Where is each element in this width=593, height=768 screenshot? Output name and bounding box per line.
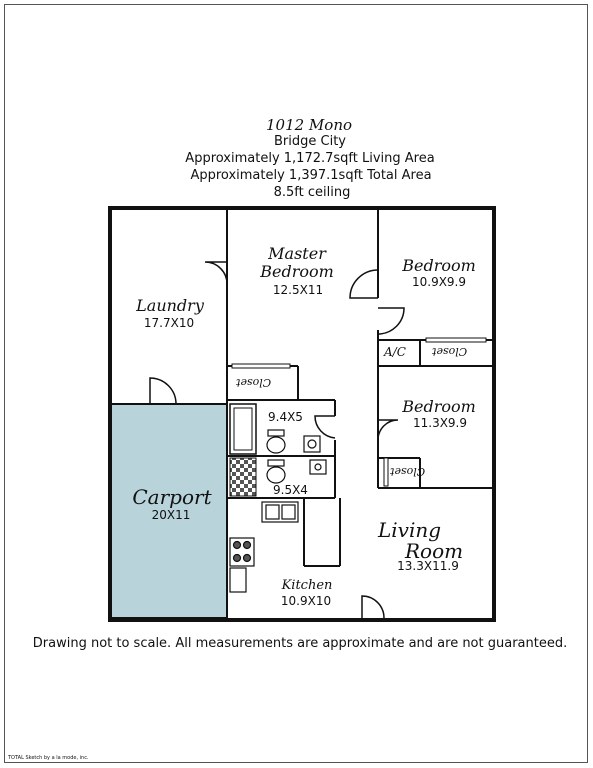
- total-area-text: Approximately 1,397.1sqft Total Area: [190, 168, 432, 183]
- bedroom-1-dimensions: 10.9X9.9: [411, 275, 467, 289]
- master-bedroom-dimensions: 12.5X11: [272, 283, 324, 297]
- master-bedroom-label-1: Master: [268, 244, 326, 263]
- toilets: [266, 429, 286, 484]
- bedroom-1-label: Bedroom: [402, 256, 476, 275]
- disclaimer-text: Drawing not to scale. All measurements a…: [32, 636, 568, 651]
- bedroom-2-dimensions: 11.3X9.9: [412, 416, 468, 430]
- master-bedroom-label-2: Bedroom: [260, 262, 334, 281]
- laundry-dimensions: 17.7X10: [143, 316, 195, 330]
- page-border: [4, 4, 588, 763]
- laundry-label: Laundry: [136, 296, 204, 315]
- bedroom-2-label: Bedroom: [402, 397, 476, 416]
- living-room-label-1: Living: [378, 518, 442, 542]
- bath-sinks: [303, 435, 327, 475]
- property-city: Bridge City: [274, 134, 346, 149]
- software-credit: TOTAL Sketch by a la mode, inc.: [8, 755, 89, 761]
- ac-label: A/C: [384, 345, 406, 359]
- tile-floor: [229, 457, 257, 497]
- outer-wall: [108, 206, 496, 622]
- door-swings: [149, 261, 405, 619]
- stove: [229, 537, 255, 567]
- living-room-dimensions: 13.3X11.9: [397, 559, 459, 573]
- master-closet-label: Closet: [236, 376, 272, 389]
- carport-dimensions: 20X11: [151, 508, 191, 522]
- property-title: 1012 Mono: [265, 116, 353, 134]
- bath-2-dimensions: 9.5X4: [273, 483, 308, 497]
- ceiling-text: 8.5ft ceiling: [273, 185, 351, 200]
- bedroom-1-closet-label: Closet: [432, 345, 468, 358]
- carport-label: Carport: [132, 485, 212, 509]
- kitchen-sink: [261, 501, 299, 523]
- living-room-label-2: Room: [405, 539, 464, 563]
- kitchen-label: Kitchen: [281, 578, 333, 593]
- living-area-text: Approximately 1,172.7sqft Living Area: [185, 151, 435, 166]
- fridge: [229, 567, 247, 593]
- kitchen-dimensions: 10.9X10: [280, 594, 332, 608]
- bedroom-2-closet-label: Closet: [390, 465, 426, 478]
- closet-rods: [231, 337, 487, 487]
- bath-1-dimensions: 9.4X5: [268, 410, 303, 424]
